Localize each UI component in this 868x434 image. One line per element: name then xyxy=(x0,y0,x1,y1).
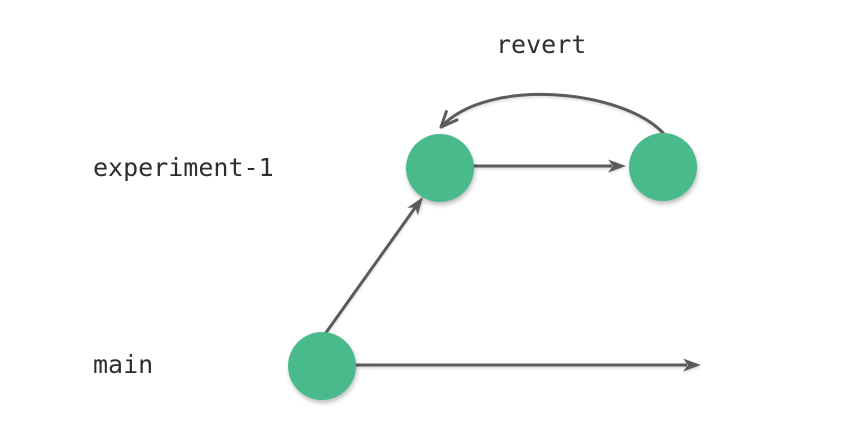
revert-arrowhead-icon xyxy=(439,110,459,129)
branch-label-main: main xyxy=(93,350,154,379)
branch-label-experiment-1: experiment-1 xyxy=(93,153,274,182)
edge-branch-off xyxy=(323,197,423,335)
edge-revert-arc xyxy=(439,93,666,135)
branch-off-line xyxy=(323,204,419,335)
revert-edge-label: revert xyxy=(496,30,587,59)
commit-node-experiment-1 xyxy=(406,134,474,202)
commit-node-main xyxy=(288,332,356,400)
timeline-arrowhead-icon xyxy=(683,358,701,372)
experiment-commit-arrowhead-icon xyxy=(608,159,626,173)
commit-node-experiment-2 xyxy=(629,133,697,201)
edge-experiment-commit xyxy=(473,159,626,173)
revert-arc-line xyxy=(439,93,666,135)
edge-main-timeline xyxy=(355,358,701,372)
branch-off-arrowhead-icon xyxy=(407,197,423,216)
